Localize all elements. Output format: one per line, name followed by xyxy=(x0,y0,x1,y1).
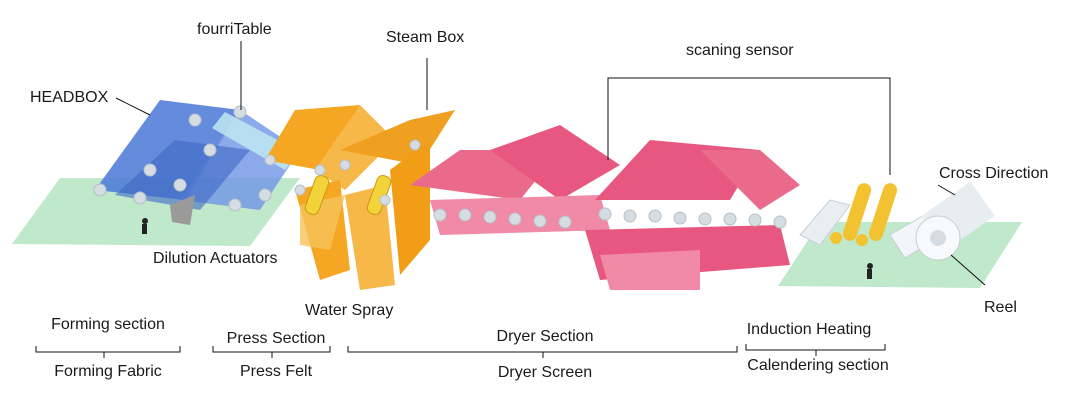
fourritable-label: fourriTable xyxy=(197,21,272,38)
dryer-section-machine xyxy=(410,125,800,290)
forming-bracket xyxy=(35,346,181,353)
section-top-label: Induction Heating xyxy=(746,321,872,338)
section-top-label: Forming section xyxy=(51,316,165,333)
cross-direction-label: Cross Direction xyxy=(939,165,1049,182)
press-section-machine xyxy=(264,105,455,290)
scaning-sensor-label: scaning sensor xyxy=(686,42,794,59)
dilution-actuators-label: Dilution Actuators xyxy=(153,250,278,267)
callout-lines xyxy=(115,41,986,286)
section-bottom-label: Press Felt xyxy=(239,363,313,380)
operator-figure xyxy=(142,218,148,234)
section-brackets xyxy=(35,344,886,358)
scaning-sensor-bracket xyxy=(607,77,891,175)
forming-section-machine xyxy=(93,100,300,225)
calender-stack xyxy=(799,183,898,246)
water-spray-label: Water Spray xyxy=(305,302,394,319)
operator-figure xyxy=(867,263,873,279)
headbox-label: HEADBOX xyxy=(30,89,109,106)
section-top-label: Dryer Section xyxy=(496,328,594,345)
section-bottom-label: Calendering section xyxy=(747,357,889,374)
section-bottom-label: Forming Fabric xyxy=(54,363,162,380)
section-top-label: Press Section xyxy=(226,330,326,347)
section-bottom-label: Dryer Screen xyxy=(497,364,593,381)
reel-leader xyxy=(950,254,986,286)
headbox-leader xyxy=(115,97,151,116)
reel-label: Reel xyxy=(984,299,1017,316)
dryer-bracket xyxy=(347,346,738,353)
reel-roll xyxy=(889,181,995,261)
steam-box-label: Steam Box xyxy=(386,29,465,46)
cross-direction-leader xyxy=(937,184,956,196)
induction-bracket xyxy=(745,344,886,351)
